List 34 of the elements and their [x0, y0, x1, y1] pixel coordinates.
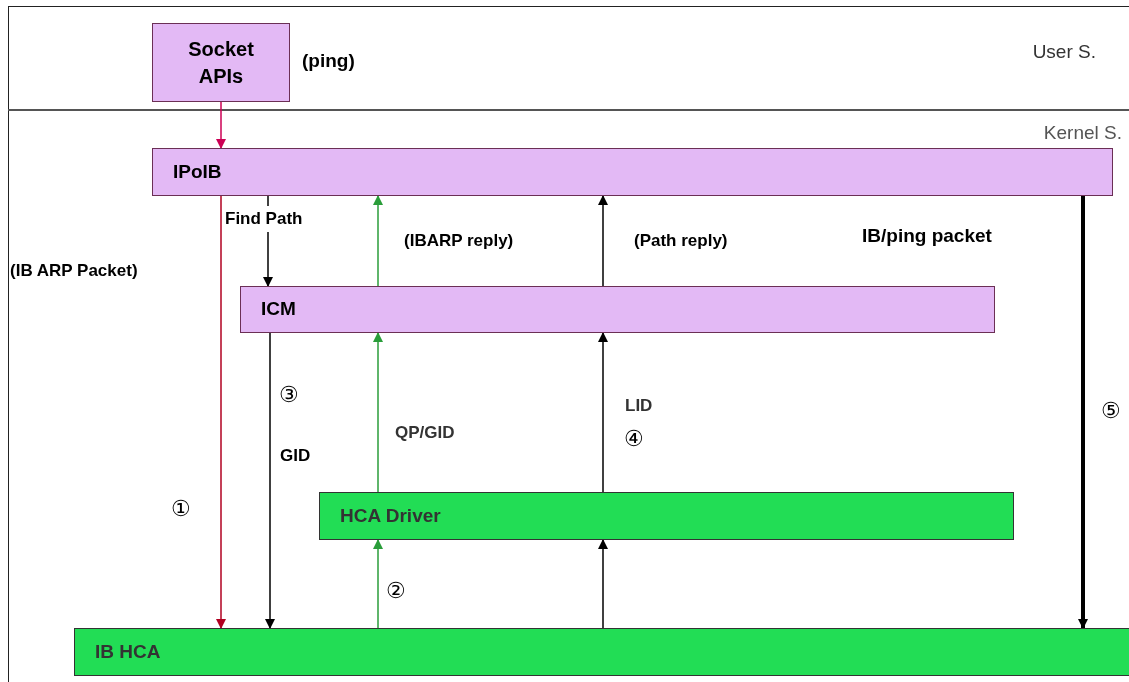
component-box: [240, 286, 995, 333]
arrow: [373, 539, 383, 629]
component-box: [152, 23, 290, 102]
annotation-text: (ping): [302, 49, 355, 73]
component-label: IPoIB: [173, 159, 222, 184]
arrow: [1078, 196, 1088, 629]
annotation-text: LID: [625, 395, 653, 417]
arrow: [265, 332, 275, 629]
annotation-text: GID: [280, 445, 311, 467]
arrow: [373, 195, 383, 287]
annotation-text: (IB ARP Packet): [10, 260, 138, 282]
component-bar: [74, 628, 1129, 676]
arrow: [216, 101, 226, 149]
annotation-text: Kernel S.: [1042, 121, 1122, 145]
component-bar: [319, 492, 1014, 540]
annotation-text: ①: [171, 495, 191, 523]
component-label: ICM: [261, 297, 296, 322]
component-label: Socket APIs: [187, 36, 255, 89]
component-label: HCA Driver: [340, 503, 441, 528]
annotation-text: ③: [279, 381, 299, 409]
component-label: IB HCA: [95, 639, 161, 664]
component-box: [152, 148, 1113, 196]
annotation-text: ④: [624, 425, 644, 453]
annotation-text: ②: [386, 577, 406, 605]
annotation-text: ⑤: [1101, 397, 1121, 425]
arrow: [216, 195, 226, 629]
arrow: [373, 332, 383, 493]
annotation-text: IB/ping packet: [862, 224, 992, 248]
arrow: [598, 195, 608, 287]
arrow: [598, 539, 608, 629]
annotation-text: User S.: [1031, 40, 1096, 64]
annotation-text: QP/GID: [395, 422, 455, 444]
arrow: [598, 332, 608, 493]
edge-label: Find Path: [224, 206, 304, 232]
